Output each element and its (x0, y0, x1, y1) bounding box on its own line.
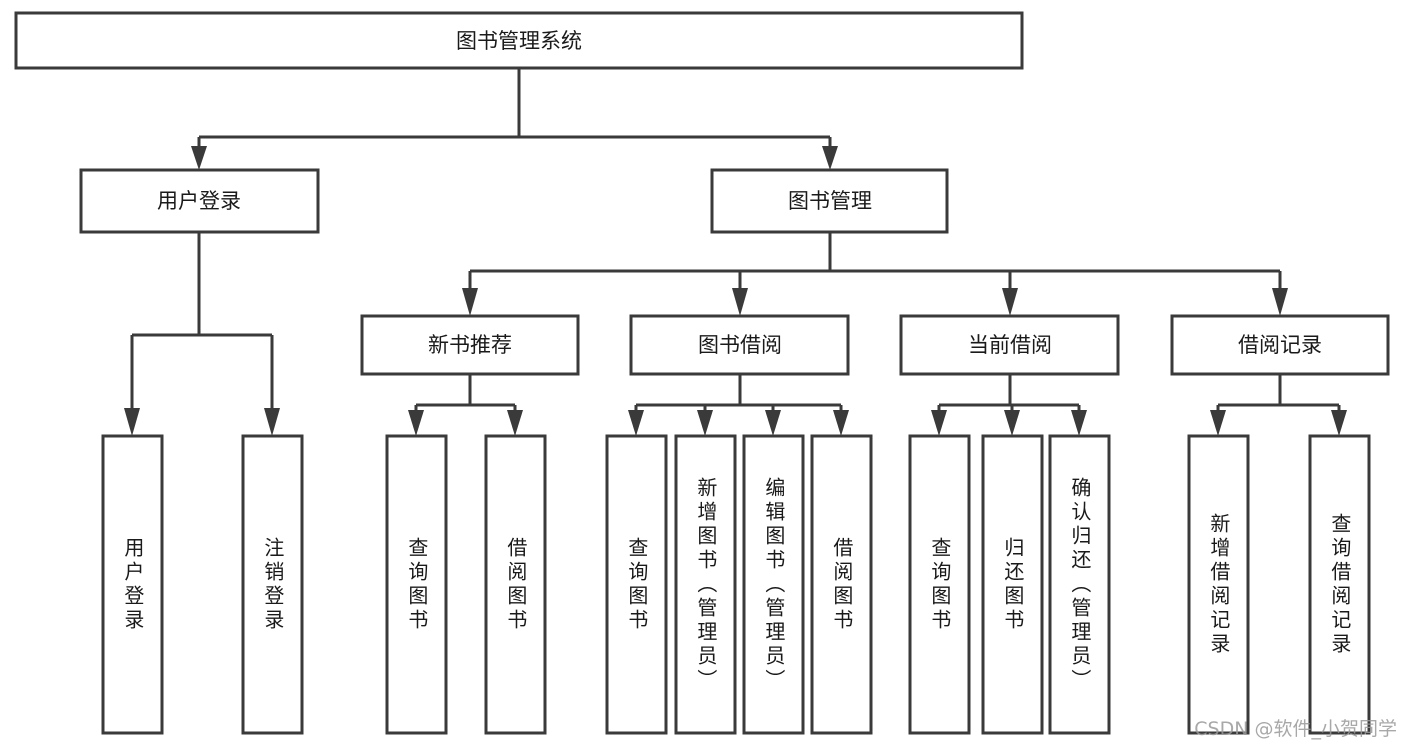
node-user-login[interactable]: 用户登录 (79, 168, 320, 234)
leaf-box-confirm-return[interactable] (1048, 434, 1111, 735)
arrow-to-leaf-add-book (697, 410, 713, 436)
leaf-box-layer (101, 434, 1371, 735)
node-current-borrow[interactable]: 当前借阅 (899, 314, 1120, 376)
node-root[interactable]: 图书管理系统 (14, 11, 1024, 70)
arrow-root-to-user-login (191, 146, 207, 170)
leaf-box-borrow-book-a[interactable] (484, 434, 547, 735)
node-root-box[interactable] (14, 11, 1024, 70)
node-user-login-box[interactable] (79, 168, 320, 234)
leaf-box-add-book[interactable] (674, 434, 737, 735)
arrow-to-current-borrow (1002, 288, 1018, 316)
leaf-box-borrow-book-b[interactable] (810, 434, 873, 735)
arrow-to-new-book-rec (462, 288, 478, 316)
arrow-to-book-borrow (732, 288, 748, 316)
leaf-box-query-book-a[interactable] (385, 434, 448, 735)
node-borrow-record-box[interactable] (1170, 314, 1390, 376)
node-borrow-record-label: 借阅记录 (1238, 333, 1322, 357)
node-new-book-recommend-box[interactable] (360, 314, 580, 376)
leaf-box-add-record[interactable] (1187, 434, 1250, 735)
arrow-to-leaf-query-book-c (931, 410, 947, 436)
node-current-borrow-label: 当前借阅 (968, 333, 1052, 357)
node-book-management[interactable]: 图书管理 (710, 168, 949, 234)
arrow-to-leaf-query-book-b (628, 410, 644, 436)
node-user-login-label: 用户登录 (157, 189, 241, 213)
arrow-to-leaf-borrow-book-a (507, 410, 523, 436)
connector-layer (124, 68, 1347, 436)
node-borrow-record[interactable]: 借阅记录 (1170, 314, 1390, 376)
leaf-box-query-book-b[interactable] (605, 434, 668, 735)
node-book-management-label: 图书管理 (788, 189, 872, 213)
leaf-box-return-book[interactable] (981, 434, 1044, 735)
arrow-to-leaf-edit-book (765, 410, 781, 436)
arrow-root-to-book-mgmt (822, 146, 838, 170)
node-book-borrow-label: 图书借阅 (698, 333, 782, 357)
arrow-to-borrow-record (1272, 288, 1288, 316)
leaf-box-logout[interactable] (241, 434, 304, 735)
arrow-to-leaf-logout (264, 408, 280, 436)
node-root-label: 图书管理系统 (456, 29, 582, 53)
node-new-book-recommend[interactable]: 新书推荐 (360, 314, 580, 376)
arrow-to-leaf-query-record (1331, 410, 1347, 436)
node-new-book-recommend-label: 新书推荐 (428, 333, 512, 357)
node-current-borrow-box[interactable] (899, 314, 1120, 376)
leaf-box-query-book-c[interactable] (908, 434, 971, 735)
leaf-box-query-record[interactable] (1308, 434, 1371, 735)
arrow-to-leaf-query-book-a (408, 410, 424, 436)
node-book-management-box[interactable] (710, 168, 949, 234)
arrow-to-leaf-borrow-book-b (833, 410, 849, 436)
node-book-borrow[interactable]: 图书借阅 (629, 314, 850, 376)
arrow-to-leaf-user-login (124, 408, 140, 436)
arrow-to-leaf-add-record (1210, 410, 1226, 436)
arrow-to-leaf-confirm-return (1071, 410, 1087, 436)
leaf-box-user-login[interactable] (101, 434, 164, 735)
node-book-borrow-box[interactable] (629, 314, 850, 376)
leaf-box-edit-book[interactable] (742, 434, 805, 735)
arrow-to-leaf-return-book (1004, 410, 1020, 436)
